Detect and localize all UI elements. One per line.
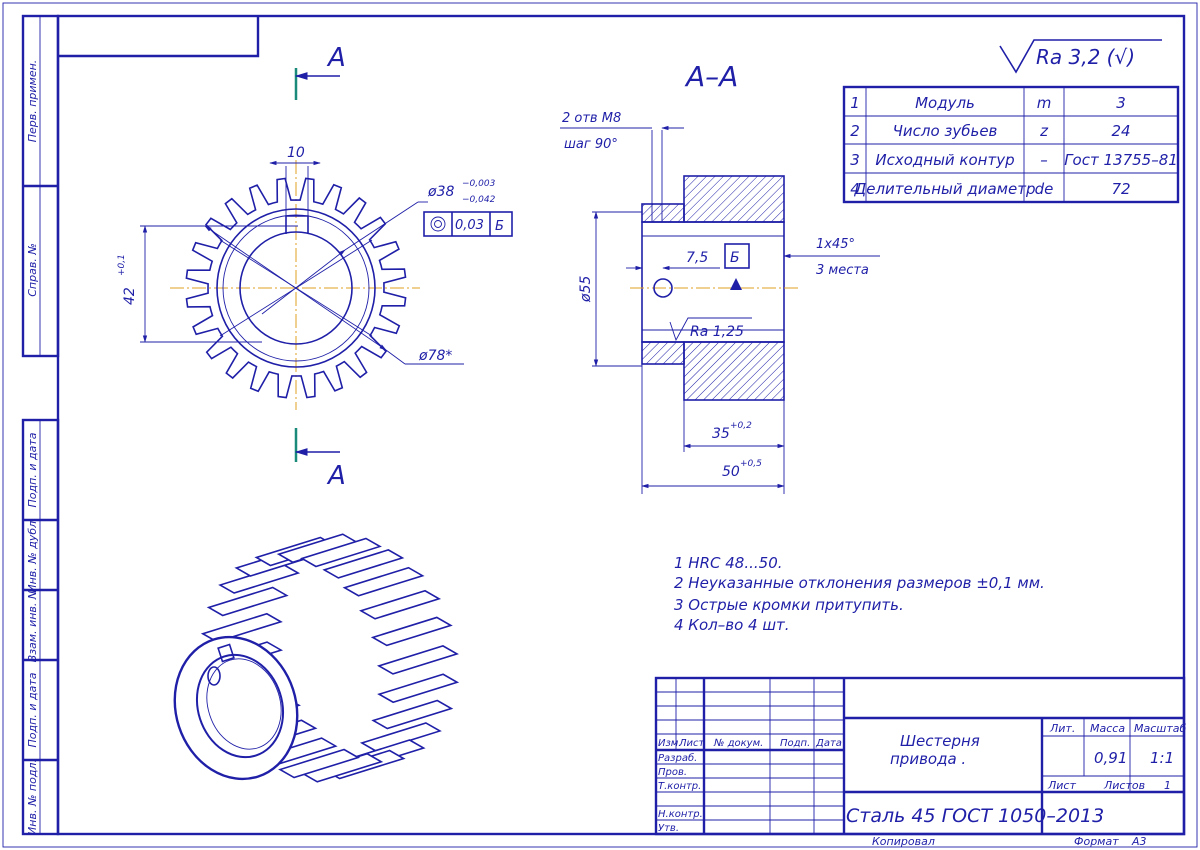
side-label-podp-2: Подп. и дата (26, 672, 39, 747)
part-name-line2: привода . (890, 750, 966, 768)
param-num: 2 (850, 122, 860, 140)
dim-rim-width: 35 (712, 426, 730, 442)
param-value: 24 (1111, 122, 1130, 140)
side-label-sprav: Справ. № (26, 243, 39, 297)
side-label-podp-1: Подп. и дата (26, 432, 39, 507)
general-roughness: Ra 3,2 (√) (999, 39, 1162, 74)
tb-role-tkontr: Т.контр. (658, 781, 701, 792)
dim-total-tol: +0,5 (740, 459, 762, 469)
tb-scale-value: 1:1 (1150, 749, 1174, 767)
bore-roughness: Ra 1,25 (690, 324, 744, 340)
side-label-vzam: Взам. инв. № (26, 588, 39, 663)
tb-format-value: А3 (1131, 835, 1147, 848)
dim-hub-diam: ø55 (578, 276, 594, 303)
side-label-perv: Перв. примен. (26, 60, 39, 143)
iso-gear-tooth (342, 566, 425, 597)
param-value: Гост 13755–81 (1064, 151, 1178, 169)
dim-keyway-width: 10 (287, 145, 305, 161)
param-num: 1 (850, 94, 860, 112)
note-4: 4 Кол–во 4 шт. (674, 616, 790, 634)
side-label-inv-dubl: Инв. № дубл. (26, 517, 39, 592)
gear-isometric-view (173, 533, 460, 783)
param-num: 4 (850, 180, 860, 198)
title-block: Изм. Лист № докум. Подп. Дата Разраб. Пр… (654, 676, 1186, 848)
cut-plane-markers: A A (294, 43, 346, 491)
iso-gear-tooth (370, 616, 453, 647)
tb-header-date: Дата (815, 738, 842, 749)
dim-rim-tol: +0,2 (730, 421, 752, 431)
tb-header-podp: Подп. (780, 738, 810, 749)
param-symbol: – (1040, 151, 1048, 169)
tb-header-list: Лист (678, 738, 706, 749)
iso-gear-tooth (206, 586, 289, 617)
tb-mass-value: 0,91 (1094, 749, 1127, 767)
param-num: 3 (850, 151, 860, 169)
side-columns: Перв. примен. Справ. № Подп. и дата Инв.… (21, 14, 60, 836)
cut-label-bottom: A (326, 461, 346, 491)
dim-bore-diam: ø38 (427, 184, 454, 200)
tb-sheets-value: 1 (1164, 779, 1171, 792)
tb-mass-label: Масса (1090, 722, 1125, 735)
gear-front-view: 10 42 +0,1 ø38 −0,003 −0,042 0,03 Б ø78* (117, 145, 513, 410)
iso-gear-tooth (376, 645, 459, 675)
section-datum: Б (730, 250, 740, 266)
note-2: 2 Неуказанные отклонения размеров ±0,1 м… (674, 574, 1045, 592)
tb-format-label: Формат (1074, 835, 1119, 848)
tb-role-utv: Утв. (658, 823, 679, 834)
iso-gear-tooth (299, 537, 382, 568)
param-name: Число зубьев (893, 122, 998, 140)
dim-total-width: 50 (722, 464, 740, 480)
holes-step: шаг 90° (564, 137, 618, 152)
dim-outer-diam: ø78* (418, 348, 452, 364)
param-name: Делительный диаметр (854, 180, 1036, 198)
param-name: Модуль (915, 94, 975, 112)
iso-gear-tooth (371, 699, 454, 730)
tb-role-nkontr: Н.контр. (658, 809, 703, 820)
iso-gear-tooth (322, 549, 405, 579)
dim-bore-tol-lower: −0,042 (462, 195, 496, 205)
tb-sheets-label: Листов (1103, 779, 1145, 792)
iso-gear-tooth (359, 722, 442, 752)
general-roughness-text: Ra 3,2 (√) (1036, 45, 1135, 69)
param-symbol: z (1039, 122, 1049, 140)
param-value: 72 (1111, 180, 1130, 198)
tb-lit-label: Лит. (1049, 722, 1075, 735)
tb-header-izm: Изм. (658, 738, 682, 749)
dim-key-depth: 42 (122, 287, 138, 305)
iso-gear-tooth (359, 589, 442, 620)
runout-datum: Б (495, 219, 504, 234)
param-value: 3 (1116, 94, 1126, 112)
tb-header-doc: № докум. (713, 738, 763, 749)
param-name: Исходный контур (875, 151, 1014, 169)
holes-note: 2 отв М8 (562, 111, 621, 126)
cut-label-top: A (326, 43, 346, 73)
chamfer-note: 1х45° (816, 237, 855, 252)
note-1: 1 HRC 48...50. (674, 554, 783, 572)
tb-sheet-label: Лист (1047, 779, 1076, 792)
tb-role-prov: Пров. (658, 767, 687, 778)
side-label-inv-podl: Инв. № подл. (26, 759, 39, 835)
runout-tolerance: 0,03 (455, 218, 484, 233)
param-symbol: m (1037, 94, 1052, 112)
param-symbol: de (1035, 180, 1054, 198)
keyway (285, 215, 309, 234)
section-title: A–A (684, 60, 738, 93)
note-3: 3 Острые кромки притупить. (674, 596, 904, 614)
chamfer-places: 3 места (816, 263, 869, 278)
part-name-line1: Шестерня (900, 732, 980, 750)
tb-role-razrab: Разраб. (658, 752, 697, 764)
dim-hole-offset: 7,5 (686, 250, 708, 266)
tb-scale-label: Масштаб (1134, 722, 1186, 735)
dim-bore-tol-upper: −0,003 (462, 179, 496, 189)
material: Сталь 45 ГОСТ 1050–2013 (846, 805, 1104, 827)
iso-gear-tooth (377, 673, 460, 704)
technical-notes: 1 HRC 48...50. 2 Неуказанные отклонения … (674, 554, 1045, 634)
iso-gear-tooth (278, 748, 361, 779)
section-view: A–A Б 7,5 2 отв М8 шаг 90° ø55 1х45° 3 м… (560, 60, 880, 494)
dim-key-depth-tol: +0,1 (117, 254, 127, 276)
tb-copied: Копировал (872, 835, 935, 848)
